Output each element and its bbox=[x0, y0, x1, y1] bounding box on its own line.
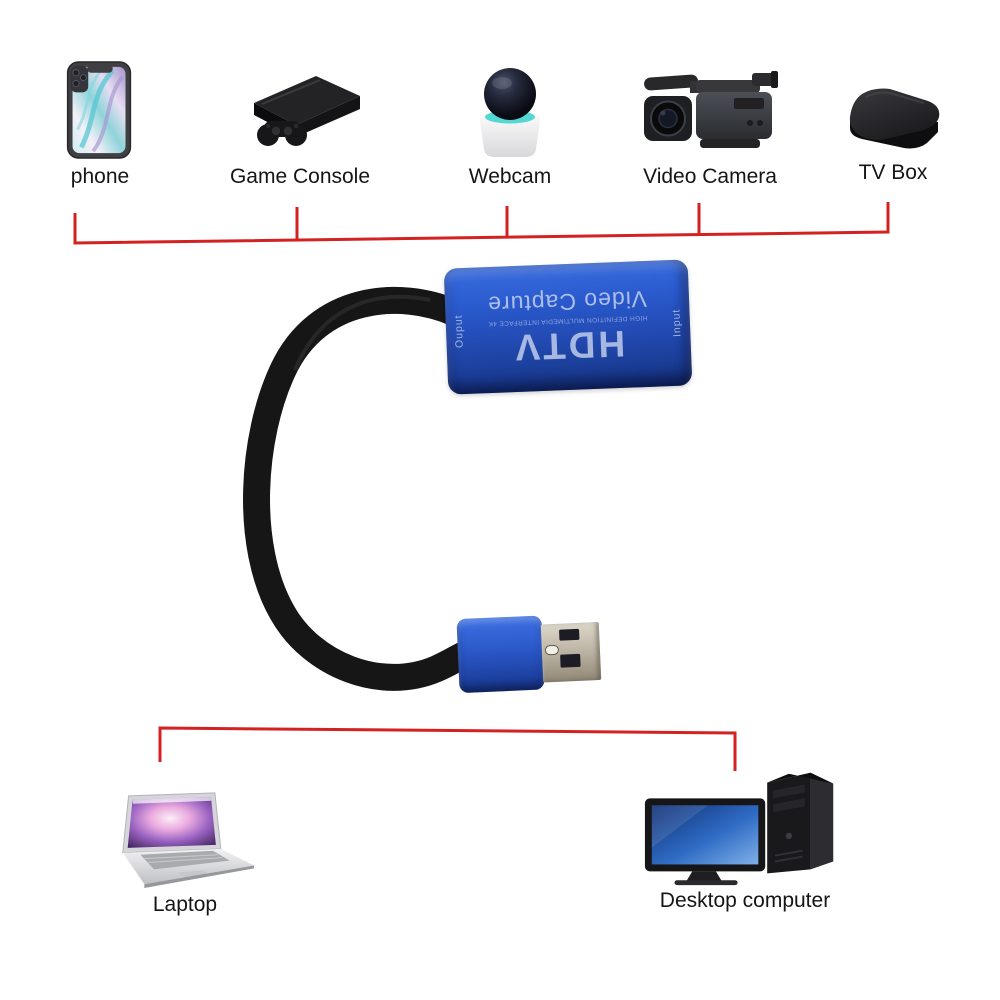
source-item-game-console: Game Console bbox=[225, 58, 375, 189]
top-bracket-line bbox=[73, 202, 890, 245]
source-item-phone: phone bbox=[40, 58, 160, 189]
device-product: Video Capture bbox=[486, 285, 648, 319]
laptop-icon bbox=[122, 792, 255, 889]
source-label-tv-box: TV Box bbox=[858, 161, 928, 184]
output-label-desktop: Desktop computer bbox=[659, 889, 831, 912]
usb-plug bbox=[540, 621, 602, 683]
source-item-tv-box: TV Box bbox=[823, 58, 963, 185]
source-label-webcam: Webcam bbox=[468, 165, 552, 188]
capture-device: HDTV HIGH DEFINITION MULTIMEDIA INTERFAC… bbox=[443, 259, 693, 395]
source-label-game-console: Game Console bbox=[229, 165, 371, 188]
source-label-phone: phone bbox=[70, 165, 130, 188]
tv-box-icon bbox=[849, 88, 940, 149]
video-camera-icon bbox=[643, 71, 778, 148]
usb-strain-relief bbox=[456, 615, 545, 694]
game-console-icon bbox=[254, 76, 360, 146]
usb-connector bbox=[456, 610, 604, 696]
output-item-laptop: Laptop bbox=[95, 786, 275, 917]
webcam-icon bbox=[479, 68, 541, 157]
output-item-desktop: Desktop computer bbox=[635, 764, 855, 913]
phone-icon bbox=[66, 61, 132, 159]
device-brand: HDTV bbox=[511, 322, 626, 369]
source-item-webcam: Webcam bbox=[450, 58, 570, 189]
usb-cable bbox=[243, 286, 484, 691]
bottom-bracket-line bbox=[158, 726, 737, 771]
device-input-label: Input bbox=[670, 308, 684, 338]
desktop-computer-icon bbox=[644, 772, 834, 886]
output-label-laptop: Laptop bbox=[152, 893, 218, 916]
source-label-video-camera: Video Camera bbox=[643, 165, 777, 188]
device-output-label: Ouput bbox=[452, 314, 466, 349]
source-item-video-camera: Video Camera bbox=[630, 58, 790, 189]
